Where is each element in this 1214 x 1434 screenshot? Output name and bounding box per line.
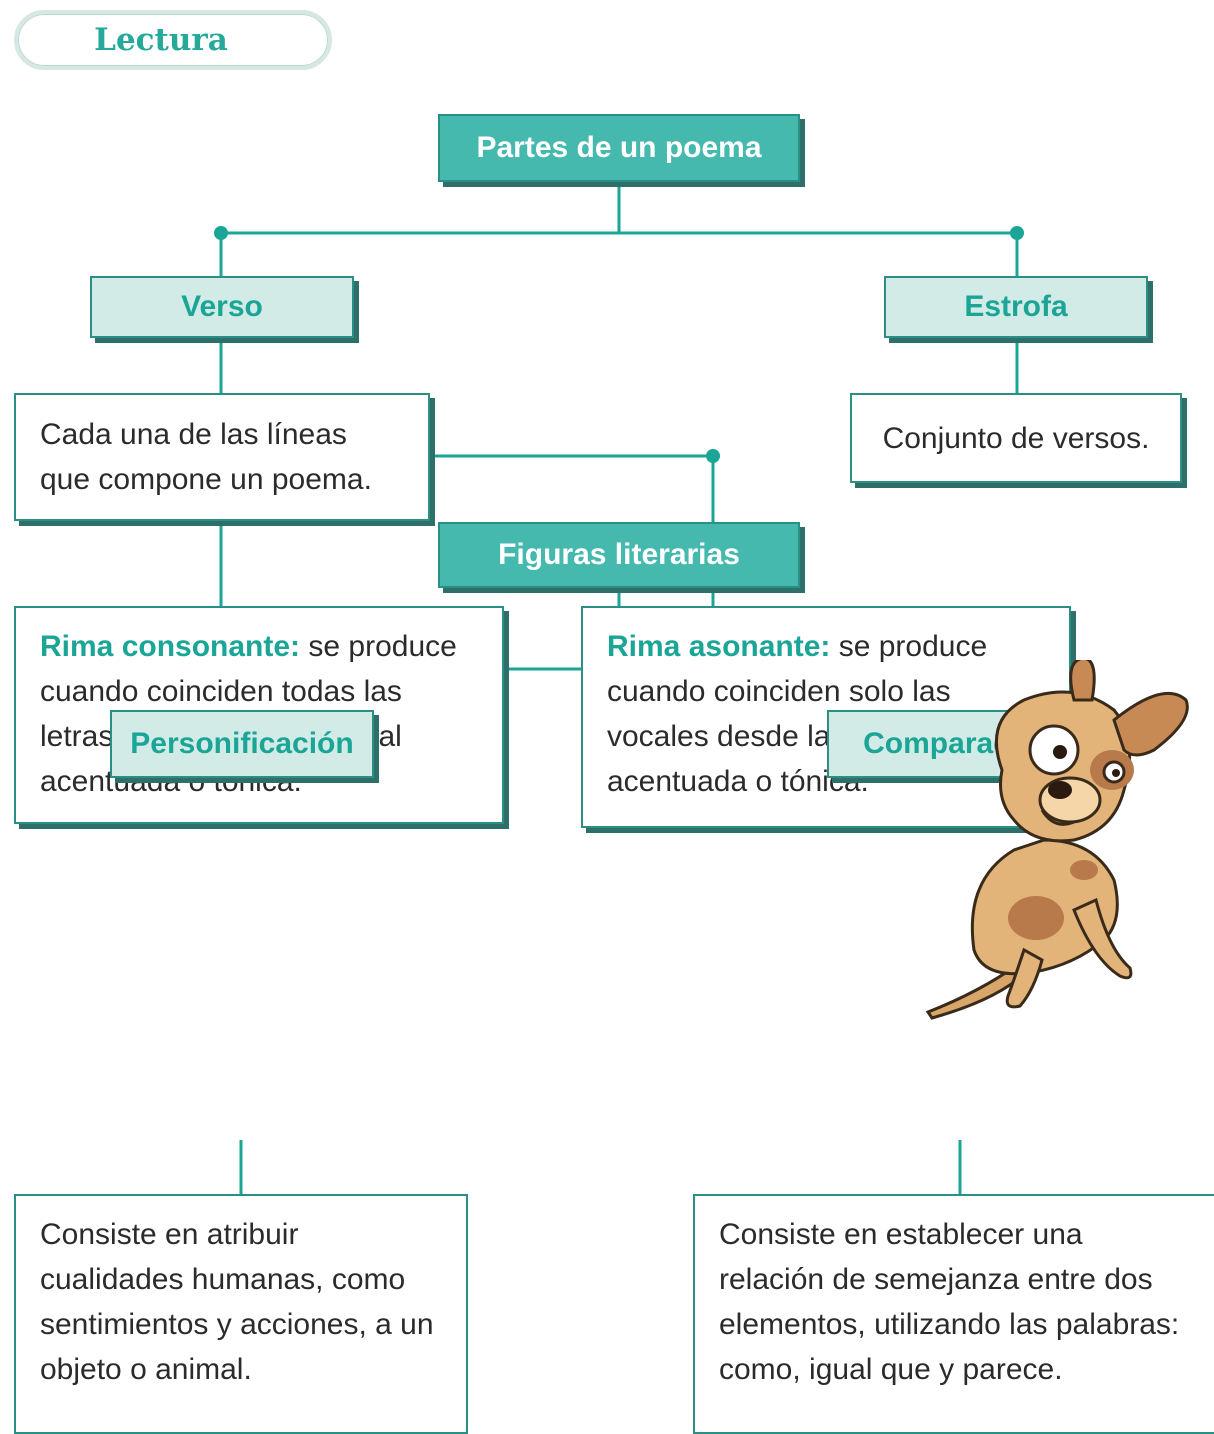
connector-dot: [1010, 226, 1024, 240]
personificacion-definition: Consiste en atribuir cualidades humanas,…: [40, 1218, 434, 1386]
comparacion-definition-box: Consiste en establecer una relación de s…: [693, 1194, 1214, 1434]
section-tab: Lectura: [14, 10, 332, 70]
rima-asonante-term: Rima asonante:: [607, 630, 831, 663]
verso-box: Verso: [90, 276, 354, 338]
personificacion-label: Personificación: [130, 727, 354, 760]
cartoon-dog-icon: [925, 660, 1189, 1020]
poem-parts-title-box: Partes de un poema: [438, 114, 800, 182]
literary-figures-title-box: Figuras literarias: [438, 522, 800, 588]
verso-definition-box: Cada una de las líneas que compone un po…: [14, 393, 430, 521]
literary-figures-title: Figuras literarias: [498, 538, 740, 571]
poem-parts-title: Partes de un poema: [476, 131, 762, 164]
estrofa-label: Estrofa: [964, 290, 1068, 323]
rima-consonante-term: Rima consonante:: [40, 630, 301, 663]
connector-dot: [214, 226, 228, 240]
personificacion-box: Personificación: [110, 710, 374, 778]
verso-definition: Cada una de las líneas que compone un po…: [40, 418, 372, 496]
estrofa-definition: Conjunto de versos.: [882, 421, 1150, 455]
comparacion-definition: Consiste en establecer una relación de s…: [719, 1218, 1180, 1386]
section-tab-label: Lectura: [94, 22, 228, 58]
personificacion-definition-box: Consiste en atribuir cualidades humanas,…: [14, 1194, 468, 1434]
estrofa-definition-box: Conjunto de versos.: [850, 393, 1182, 483]
verso-label: Verso: [181, 290, 263, 323]
estrofa-box: Estrofa: [884, 276, 1148, 338]
connector-dot: [706, 449, 720, 463]
